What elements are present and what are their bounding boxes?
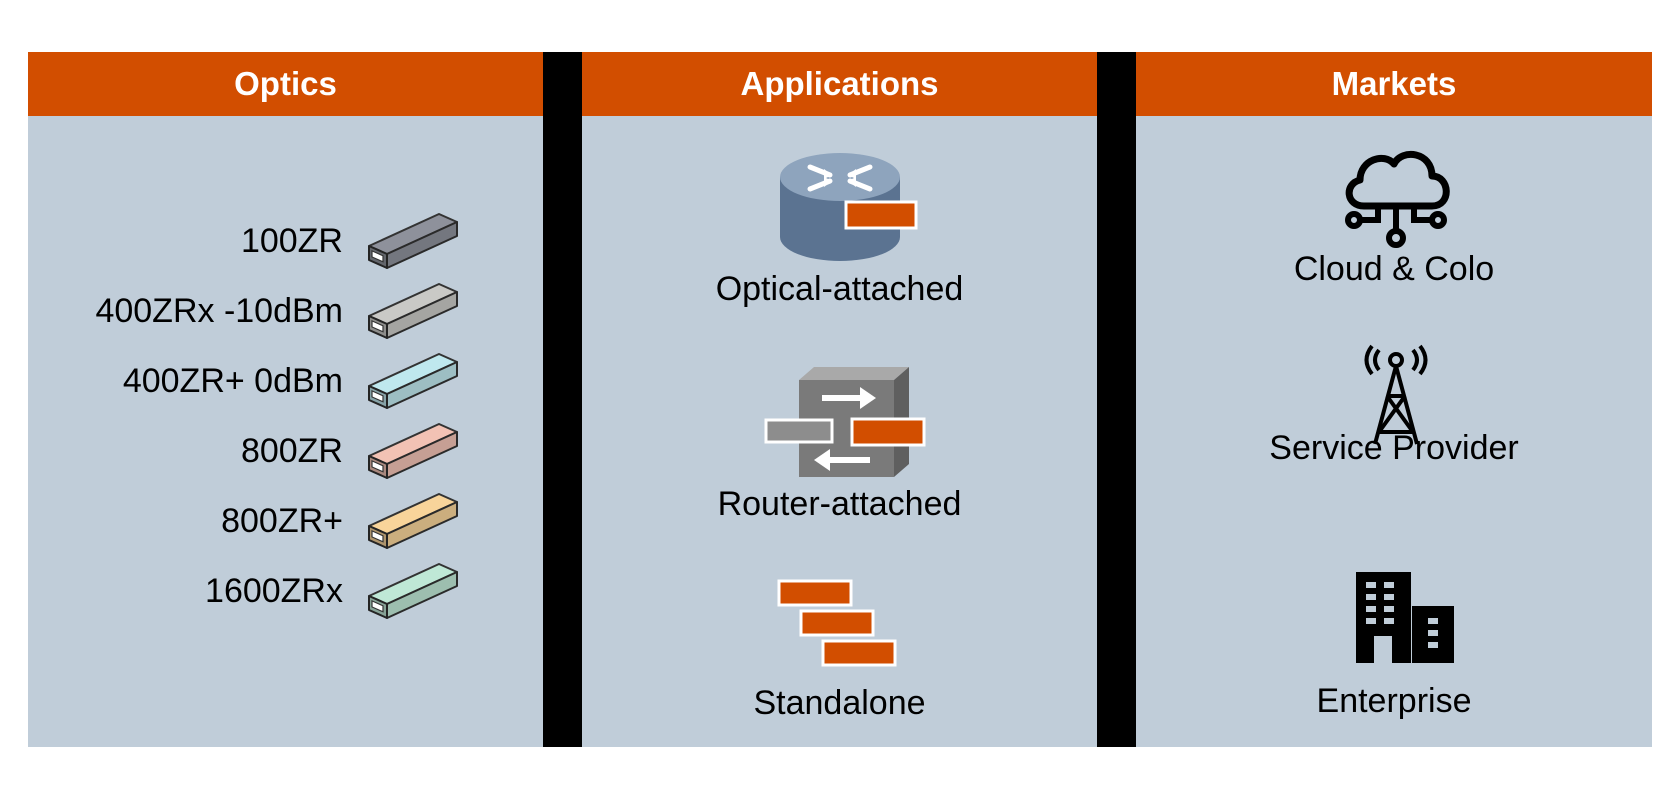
application-label: Standalone [753, 684, 926, 722]
optic-item: 400ZR+ 0dBm [28, 350, 543, 420]
pluggable-module-icon [361, 210, 471, 280]
optics-panel: Optics [28, 52, 543, 747]
stacked-modules-icon [777, 579, 902, 674]
optic-item: 100ZR [28, 210, 543, 280]
optic-label: 400ZR+ 0dBm [122, 362, 343, 400]
markets-header: Markets [1136, 52, 1652, 116]
application-label: Router-attached [717, 485, 962, 523]
applications-header: Applications [582, 52, 1097, 116]
applications-panel: Applications Optical-attached [582, 52, 1097, 747]
optics-list: 100ZR 400ZRx -10dBm 400ZR+ 0dBm 800ZR 800ZR+… [28, 210, 543, 650]
optic-label: 100ZR [240, 222, 343, 260]
market-item-service-provider: Service Provider [1136, 429, 1652, 468]
optic-item: 800ZR [28, 420, 543, 490]
optic-label: 1600ZRx [205, 572, 343, 610]
market-item-enterprise: Enterprise [1136, 682, 1652, 721]
optic-label: 400ZRx -10dBm [95, 292, 343, 330]
pluggable-module-icon [361, 490, 471, 560]
panel-divider [543, 52, 582, 747]
application-item-router: Router-attached [582, 485, 1097, 524]
pluggable-module-icon [361, 420, 471, 490]
optic-item: 1600ZRx [28, 560, 543, 630]
optic-label: 800ZR [240, 432, 343, 470]
application-item-standalone: Standalone [582, 684, 1097, 723]
optic-label: 800ZR+ [221, 502, 343, 540]
pluggable-module-icon [361, 560, 471, 630]
optic-item: 400ZRx -10dBm [28, 280, 543, 350]
market-item-cloud: Cloud & Colo [1136, 250, 1652, 289]
market-label: Cloud & Colo [1293, 250, 1495, 288]
market-label: Enterprise [1316, 682, 1472, 720]
pluggable-module-icon [361, 350, 471, 420]
switch-cube-icon [764, 362, 934, 482]
cloud-network-icon [1336, 142, 1456, 254]
market-label: Service Provider [1269, 429, 1519, 467]
pluggable-module-icon [361, 280, 471, 350]
cell-tower-icon [1361, 344, 1431, 449]
application-item-optical: Optical-attached [582, 270, 1097, 309]
optic-item: 800ZR+ [28, 490, 543, 560]
optics-header: Optics [28, 52, 543, 116]
application-label: Optical-attached [715, 270, 964, 308]
markets-panel: Markets Cloud & Colo [1136, 52, 1652, 747]
office-buildings-icon [1354, 570, 1464, 665]
panel-divider [1097, 52, 1136, 747]
router-cylinder-icon [770, 147, 920, 267]
